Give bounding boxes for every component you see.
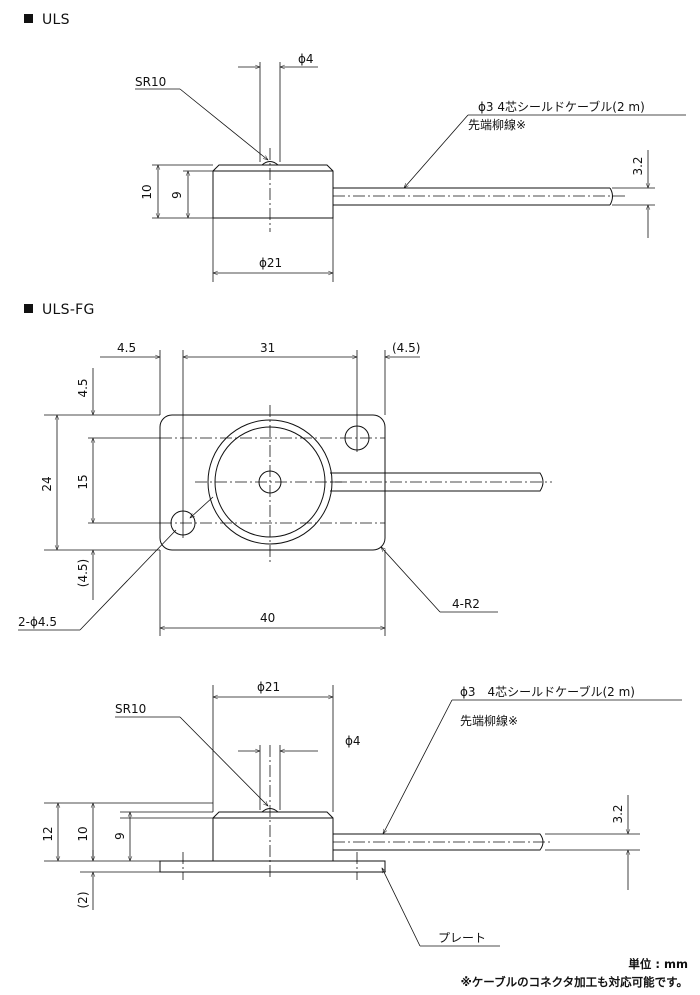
fg-side-body: [212, 811, 334, 862]
fg-cable: [330, 472, 544, 492]
dim-2-paren: (2): [76, 892, 90, 909]
fg-plate-outline: [159, 414, 386, 551]
section-title-uls-fg: ULS-FG: [24, 302, 95, 318]
dim-sr10: SR10: [135, 75, 166, 89]
uls-drawing: ϕ4 SR10 10 9 ϕ21 ϕ3 4芯シールドケーブル(2 m) 先端柳線…: [135, 52, 686, 282]
dim-holes: 2-ϕ4.5: [18, 615, 57, 629]
dim-12: 12: [41, 826, 55, 841]
uls-sensor-body: [212, 164, 334, 219]
dim-24: 24: [40, 476, 54, 491]
uls-fg-side-view: ϕ21 ϕ4 SR10 12 10 9 (2) ϕ3 4芯シールドケーブル(2 …: [41, 680, 682, 947]
cable-tip-label-side: 先端柳線※: [460, 713, 518, 728]
section-title-uls: ULS: [24, 12, 70, 28]
plate-label: プレート: [438, 931, 486, 945]
dim-9: 9: [170, 191, 184, 199]
cable-tip-label: 先端柳線※: [468, 117, 526, 132]
fg-side-plate: [159, 860, 386, 873]
uls-fg-top-view: 4.5 31 (4.5) 24 4.5 15 (4.5) 2-ϕ4.5 40 4…: [18, 341, 552, 636]
cable-label: ϕ3 4芯シールドケーブル(2 m): [478, 99, 645, 114]
bullet-square-icon: [24, 304, 33, 313]
section-title-text: ULS-FG: [42, 302, 95, 318]
dim-phi4: ϕ4: [298, 52, 314, 66]
dim-10: 10: [140, 184, 154, 199]
dim-phi21: ϕ21: [259, 256, 282, 270]
dim-40: 40: [260, 611, 275, 625]
dim-phi4-side: ϕ4: [345, 734, 361, 748]
footer-note: ※ケーブルのコネクタ加工も対応可能です。: [460, 975, 688, 989]
dim-4-5-top: 4.5: [117, 341, 136, 355]
bullet-square-icon: [24, 14, 33, 23]
dim-9-side: 9: [113, 832, 127, 840]
dim-r2: 4-R2: [452, 597, 480, 611]
dim-phi21-side: ϕ21: [257, 680, 280, 694]
dim-3-2-side: 3.2: [611, 804, 625, 823]
dim-3-2: 3.2: [631, 156, 645, 175]
dim-10-side: 10: [76, 826, 90, 841]
dim-15: 15: [76, 474, 90, 489]
dim-4-5-left: 4.5: [76, 378, 90, 397]
dim-4-5-paren: (4.5): [392, 341, 420, 355]
unit-note: 単位 : mm: [628, 957, 688, 971]
dim-sr10-side: SR10: [115, 702, 146, 716]
uls-sensor-dome: [261, 161, 279, 166]
cable-label-side: ϕ3 4芯シールドケーブル(2 m): [460, 684, 635, 699]
dim-31: 31: [260, 341, 275, 355]
section-title-text: ULS: [42, 12, 70, 28]
dim-4-5-paren-left: (4.5): [76, 559, 90, 587]
